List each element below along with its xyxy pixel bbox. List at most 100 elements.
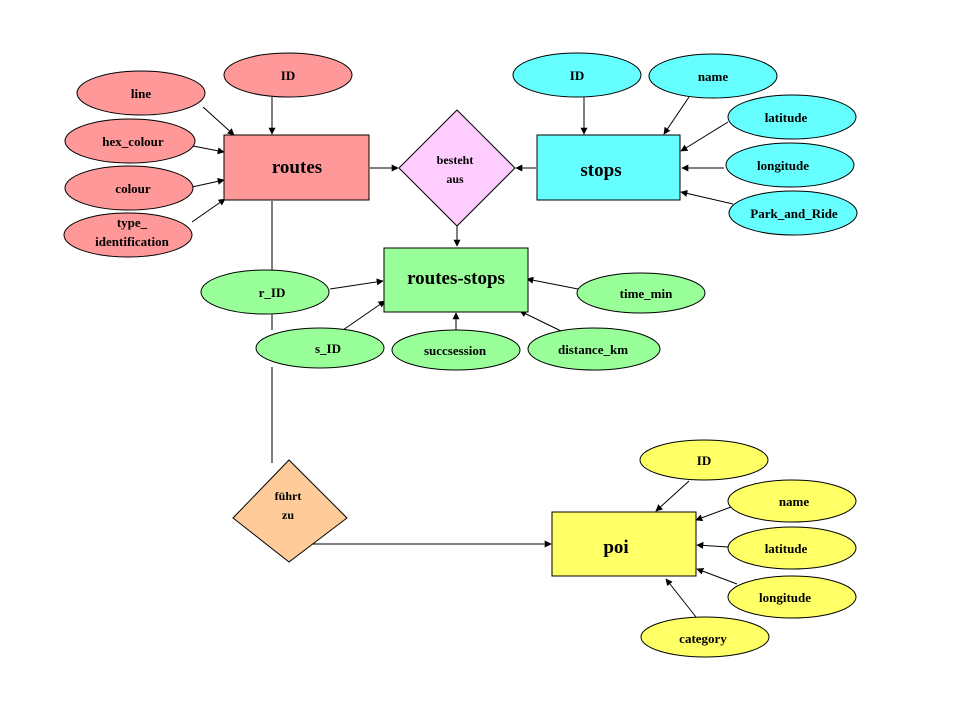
attr-rs-succsession-label: succsession — [424, 343, 487, 358]
relationship-fuehrt-label-1: führt — [275, 489, 302, 503]
attr-routes-type-identification: type_ identification — [63, 212, 193, 258]
attr-rs-time-ellipse — [576, 272, 706, 314]
attr-poi-category: category — [640, 616, 770, 658]
attr-routes-colour: colour — [64, 165, 194, 211]
relationship-fuehrt-label-2: zu — [282, 508, 294, 522]
attr-stops-park-and-ride: Park_and_Ride — [728, 190, 858, 236]
attr-poi-name-ellipse — [727, 479, 857, 523]
attr-routes-type-ellipse — [63, 212, 193, 258]
entity-routes: routes — [223, 134, 370, 201]
attr-stops-name-ellipse — [648, 53, 778, 99]
edge-rs-distance — [519, 310, 562, 332]
attr-stops-park-ellipse — [728, 190, 858, 236]
attr-routes-line-ellipse — [76, 70, 206, 116]
attr-poi-latitude-ellipse — [727, 526, 857, 570]
attr-stops-longitude: longitude — [725, 142, 855, 188]
attr-routes-id-label: ID — [281, 68, 295, 83]
entity-stops-label: stops — [580, 160, 621, 181]
attr-stops-longitude-label: longitude — [757, 158, 809, 173]
attr-poi-longitude-label: longitude — [759, 590, 811, 605]
attr-poi-latitude-label: latitude — [765, 541, 808, 556]
attr-rs-succsession-ellipse — [391, 329, 521, 371]
attr-poi-id: ID — [639, 439, 769, 481]
attr-stops-id: ID — [512, 52, 642, 98]
attr-routes-hex-colour: hex_colour — [64, 118, 196, 164]
attr-poi-category-label: category — [679, 631, 727, 646]
entity-routes-stops: routes-stops — [383, 247, 529, 313]
attr-poi-id-label: ID — [697, 453, 711, 468]
attr-stops-latitude: latitude — [727, 94, 857, 140]
entity-routes-stops-label: routes-stops — [407, 268, 505, 289]
attr-rs-distance-km: distance_km — [527, 327, 661, 371]
edge-routes-hex-colour — [192, 145, 225, 155]
edge-poi-longitude — [696, 567, 738, 585]
attr-rs-r-id: r_ID — [200, 269, 330, 315]
attr-stops-name: name — [648, 53, 778, 99]
attr-poi-name-label: name — [779, 494, 810, 509]
attr-rs-s-id-label: s_ID — [315, 341, 341, 356]
edge-poi-category — [665, 578, 697, 618]
entity-routes-box — [223, 134, 370, 201]
attr-stops-name-label: name — [698, 69, 729, 84]
attr-poi-id-ellipse — [639, 439, 769, 481]
attr-rs-distance-label: distance_km — [558, 342, 628, 357]
attr-poi-category-ellipse — [640, 616, 770, 658]
attr-stops-latitude-ellipse — [727, 94, 857, 140]
edge-routes-type — [191, 198, 226, 223]
edge-stops-name — [663, 96, 690, 135]
attr-rs-time-min: time_min — [576, 272, 706, 314]
edge-poi-id — [655, 480, 690, 512]
attr-stops-longitude-ellipse — [725, 142, 855, 188]
entity-stops: stops — [536, 134, 681, 201]
attr-rs-r-id-ellipse — [200, 269, 330, 315]
attr-routes-line: line — [76, 70, 206, 116]
attr-rs-time-label: time_min — [620, 286, 673, 301]
attr-routes-colour-label: colour — [115, 181, 151, 196]
relationship-besteht-label-1: besteht — [437, 153, 474, 167]
attr-routes-hex-colour-ellipse — [64, 118, 196, 164]
entity-stops-box — [536, 134, 681, 201]
entity-routes-stops-box — [383, 247, 529, 313]
relationship-fuehrt-zu: führt zu — [232, 459, 348, 563]
relationship-fuehrt-zu-diamond — [232, 459, 348, 563]
entity-poi: poi — [551, 511, 697, 577]
edge-rs-s-id — [342, 300, 386, 331]
relationship-besteht-label-2: aus — [446, 172, 464, 186]
relationship-besteht-aus-diamond — [398, 109, 516, 227]
attr-stops-id-ellipse — [512, 52, 642, 98]
entity-routes-label: routes — [272, 157, 322, 178]
attr-poi-name: name — [727, 479, 857, 523]
edge-routes-line — [202, 106, 235, 136]
edge-poi-latitude — [696, 541, 729, 549]
attr-routes-type-label-1: type_ — [117, 215, 148, 230]
attr-routes-colour-ellipse — [64, 165, 194, 211]
attr-routes-hex-colour-label: hex_colour — [102, 134, 164, 149]
entity-poi-label: poi — [603, 537, 628, 558]
entity-poi-box — [551, 511, 697, 577]
attr-rs-r-id-label: r_ID — [259, 285, 286, 300]
edge-poi-name — [695, 506, 732, 522]
attr-routes-type-label-2: identification — [95, 234, 169, 249]
attr-stops-park-label: Park_and_Ride — [750, 206, 838, 221]
relationship-besteht-aus: besteht aus — [398, 109, 516, 227]
attr-stops-latitude-label: latitude — [765, 110, 808, 125]
attr-routes-id-ellipse — [223, 52, 353, 98]
attr-rs-distance-ellipse — [527, 327, 661, 371]
attr-poi-longitude: longitude — [727, 575, 857, 619]
connectors — [191, 96, 738, 618]
attr-rs-s-id: s_ID — [255, 327, 385, 369]
attr-poi-longitude-ellipse — [727, 575, 857, 619]
attr-routes-id: ID — [223, 52, 353, 98]
edge-routes-colour — [191, 177, 225, 188]
attr-rs-s-id-ellipse — [255, 327, 385, 369]
edge-stops-park-and-ride — [680, 190, 734, 205]
edge-rs-r-id — [329, 278, 384, 290]
edge-stops-latitude — [680, 121, 729, 152]
attr-routes-line-label: line — [131, 86, 151, 101]
edge-rs-time — [526, 276, 579, 290]
attr-stops-id-label: ID — [570, 68, 584, 83]
attr-poi-latitude: latitude — [727, 526, 857, 570]
attr-rs-succsession: succsession — [391, 329, 521, 371]
